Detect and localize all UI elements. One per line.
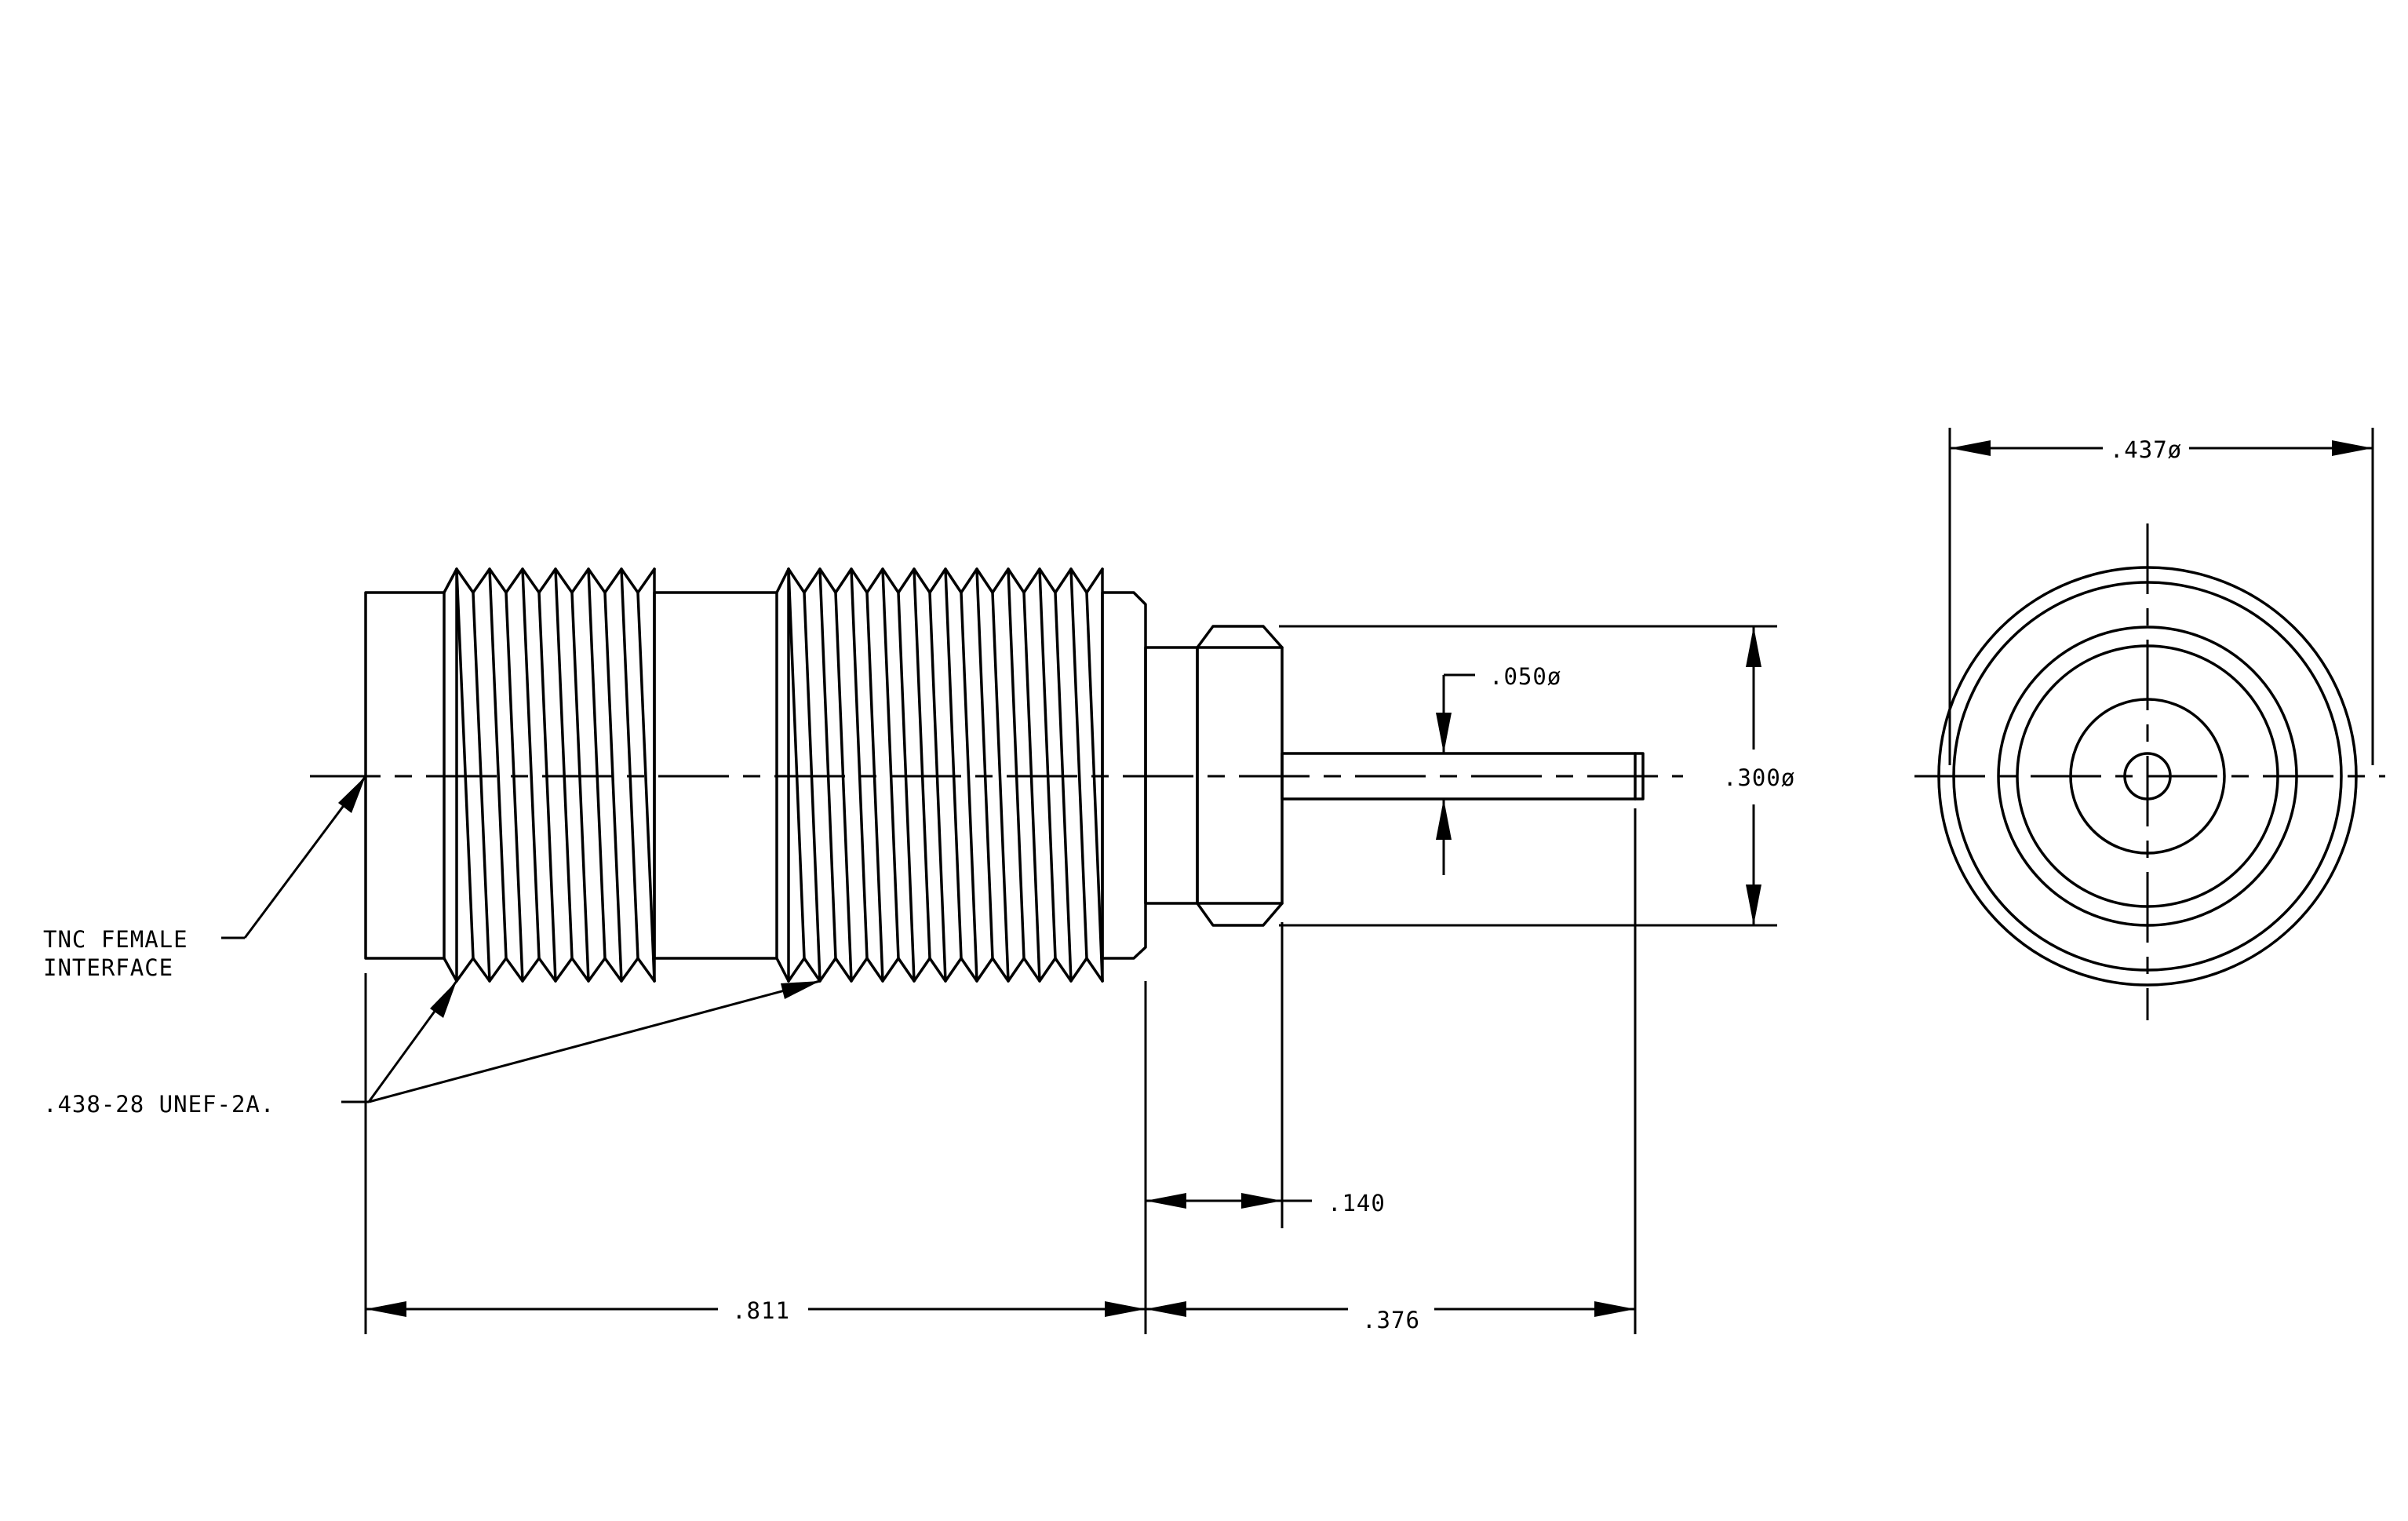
thread-callout-label: .438-28 UNEF-2A. [43, 1091, 275, 1118]
dim-body-length-label: .811 [732, 1297, 790, 1324]
thread-helix-line [488, 567, 508, 960]
thread-helix-line [787, 567, 806, 960]
thread-callout: .438-28 UNEF-2A. [43, 979, 821, 1118]
thread-helix-line [537, 591, 557, 983]
thread-helix-line [960, 591, 978, 983]
dim-pin-diameter-label: .050ø [1489, 663, 1561, 690]
thread-helix-line [505, 591, 524, 983]
thread-helix-line [834, 591, 853, 983]
thread-helix-line [913, 567, 931, 960]
thread-helix-line [818, 567, 837, 960]
end-view: .437ø [1914, 428, 2385, 1020]
thread-helix-line [636, 591, 656, 983]
side-view-dimensions: .811 .376 .140 .050ø [364, 625, 1795, 1334]
thread-helix-line [521, 567, 541, 960]
callouts: TNC FEMALE INTERFACE .438-28 UNEF-2A. [43, 775, 821, 1118]
thread-helix-line [603, 591, 623, 983]
dim-outer-diameter: .437ø [1948, 428, 2374, 765]
thread-helix-line [1038, 567, 1057, 960]
thread-helix-line [472, 591, 491, 983]
thread-helix-line [620, 567, 639, 960]
interface-callout: TNC FEMALE INTERFACE [43, 775, 367, 981]
interface-callout-line2: INTERFACE [43, 954, 173, 981]
thread-helix-line [928, 591, 947, 983]
thread-helix-line [1054, 591, 1073, 983]
thread-helix-line [803, 591, 821, 983]
thread-helix-line [570, 591, 590, 983]
dim-flange-length-label: .140 [1328, 1190, 1386, 1216]
thread-helix-line [850, 567, 869, 960]
thread-helix-line [991, 591, 1010, 983]
rear-collar [1101, 591, 1147, 960]
thread-helix-line [1085, 591, 1104, 983]
thread-helix-line [1069, 567, 1088, 960]
thread-helix-line [1022, 591, 1041, 983]
thread-helix-line [587, 567, 607, 960]
thread-helix-line [881, 567, 900, 960]
dim-pin-length-label: .376 [1362, 1307, 1420, 1333]
thread-helix-line [455, 567, 475, 960]
dim-pin-diameter: .050ø [1436, 663, 1561, 875]
thread-helix-line [1007, 567, 1025, 960]
thread-helix-line [554, 567, 574, 960]
thread-helix-line [897, 591, 916, 983]
dim-pin-length: .376 [1146, 1301, 1635, 1333]
dim-body-length: .811 [366, 1297, 1146, 1324]
side-view [310, 567, 1683, 983]
dim-flange-length: .140 [1146, 1190, 1386, 1216]
dim-outer-diameter-label: .437ø [2110, 436, 2182, 463]
thread-helix-line [975, 567, 994, 960]
rear-thread-section [775, 567, 1104, 983]
thread-helix-line [865, 591, 884, 983]
thread-helix-line [944, 567, 963, 960]
interface-callout-line1: TNC FEMALE [43, 926, 188, 953]
dim-body-diameter-label: .300ø [1723, 764, 1795, 791]
dim-body-diameter: .300ø [1723, 626, 1795, 925]
